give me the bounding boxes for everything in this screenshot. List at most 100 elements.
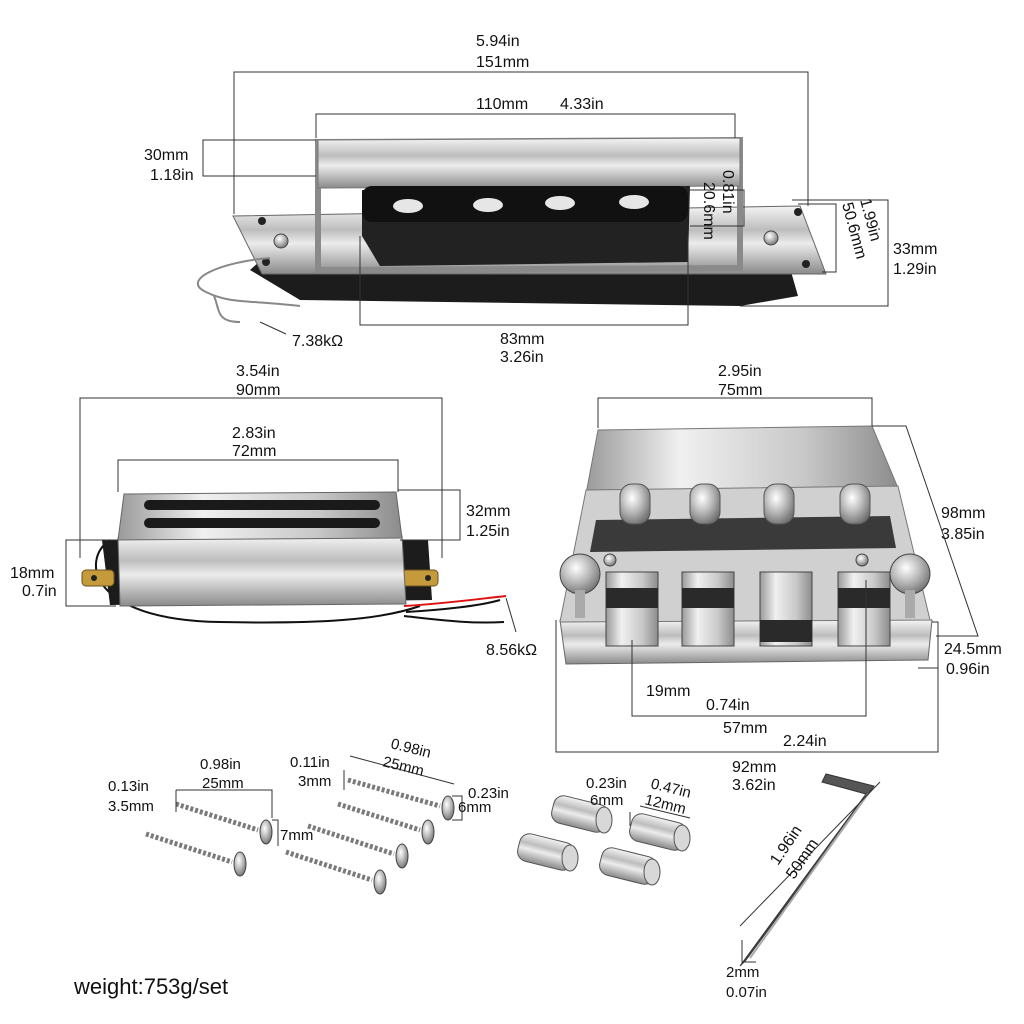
pickup-a-cover-height-mm: 30mm: [144, 147, 188, 164]
bridge-width-top-in: 2.95in: [718, 363, 762, 380]
screw: [307, 823, 409, 869]
bridge-thumbwheel: [559, 553, 601, 595]
ferrules: [517, 795, 691, 886]
bridge-saddle-width-in: 0.74in: [706, 697, 750, 714]
pickup-b-height-in: 0.7in: [22, 583, 57, 600]
bridge-base-width-mm: 92mm: [732, 759, 776, 776]
pole-piece: [545, 196, 575, 210]
height-post: [905, 590, 915, 618]
screws-a-length-mm: 25mm: [202, 775, 244, 792]
string-barrel: [839, 483, 871, 525]
hex-wrench-highlight: [749, 793, 869, 959]
screws-b-shank-in: 0.11in: [290, 754, 330, 771]
plate-screw-hole: [794, 208, 802, 216]
bridge-thumbwheel: [889, 553, 931, 595]
plate-screw-hole: [262, 258, 270, 266]
saddle: [837, 571, 891, 647]
saddle: [681, 571, 735, 647]
ferrule: [629, 813, 691, 852]
pickup-a-cover-height-in: 1.18in: [150, 167, 194, 184]
hex-wrench-size-in: 0.07in: [726, 984, 767, 1001]
saddle-block: [606, 588, 658, 608]
pole-piece: [619, 195, 649, 209]
pole-piece: [473, 198, 503, 212]
pickup-a-dimensions: [202, 71, 889, 335]
string-barrel: [763, 483, 795, 525]
pickup-a-cover-top: [317, 137, 741, 189]
saddle-block: [838, 588, 890, 608]
pickup-a-overall-in: 5.94in: [476, 33, 520, 50]
bridge-width-top-mm: 75mm: [718, 382, 762, 399]
pickup-a: [197, 136, 827, 323]
pickup-a-lead-wire: [197, 257, 301, 323]
bridge-length-in: 3.85in: [941, 526, 985, 543]
screws-a: [145, 801, 273, 877]
bridge-saddle-span-in: 2.24in: [783, 733, 827, 750]
pickup-b-dimensions: [65, 397, 517, 633]
bridge-dimensions: [555, 397, 979, 753]
bridge-screw: [603, 553, 617, 567]
pickup-a-total-height-in: 1.29in: [893, 261, 937, 278]
saddle-block: [682, 588, 734, 608]
ferrule: [599, 847, 661, 886]
pickup-a-resistance: 7.38kΩ: [292, 333, 343, 350]
pickup-a-cover-width-in: 0.81in: [719, 170, 736, 214]
ferrules-diameter-mm: 6mm: [590, 792, 623, 809]
bridge-screw: [855, 553, 869, 567]
set-weight: weight:753g/set: [74, 974, 229, 999]
ferrules-dimensions: [629, 805, 691, 826]
pickup-a-total-height-mm: 33mm: [893, 241, 937, 258]
screw: [337, 801, 435, 845]
screw: [145, 831, 247, 877]
pole-piece: [393, 199, 423, 213]
pickup-b-cover-length-mm: 72mm: [232, 443, 276, 460]
screws-a-thread: 7mm: [280, 827, 313, 844]
pickup-b-height-mm: 18mm: [10, 565, 54, 582]
screw: [285, 849, 387, 895]
tab-hole: [91, 575, 97, 581]
saddle-block: [760, 620, 812, 642]
pickup-b-mount-tab: [81, 569, 115, 587]
pickup-b-mount-tab: [401, 569, 439, 587]
bridge-base-width-in: 3.62in: [732, 777, 776, 794]
hex-wrench-body: [739, 773, 875, 967]
screws-b: [285, 777, 455, 895]
pickup-a-cover-width-mm: 20.6mm: [700, 182, 717, 240]
pickup-a-bobbin-length-in: 3.26in: [500, 349, 544, 366]
pickup-b-slot: [144, 500, 380, 510]
saddles: [605, 571, 891, 647]
ferrules-diameter-in: 0.23in: [586, 775, 627, 792]
bridge-height-in: 0.96in: [946, 661, 990, 678]
pickup-b-resistance: 8.56kΩ: [486, 642, 537, 659]
bridge-length-mm: 98mm: [941, 505, 985, 522]
pickup-b-wires: [95, 539, 505, 624]
hex-wrench-size-mm: 2mm: [726, 964, 759, 981]
string-barrel: [689, 483, 721, 525]
pickup-b-slot: [144, 518, 380, 528]
screws-a-head-mm: 3.5mm: [108, 798, 154, 815]
height-post: [575, 590, 585, 618]
screws-a-head-in: 0.13in: [108, 778, 149, 795]
pickup-b-cover-side: [117, 535, 407, 607]
screws-b-head-mm: 6mm: [458, 799, 491, 816]
ferrule: [551, 795, 613, 834]
pickup-b-cover-top: [117, 491, 403, 541]
pickup-a-cover-length-in: 4.33in: [560, 96, 604, 113]
screws-b-shank-mm: 3mm: [298, 773, 331, 790]
screws-b-head-in: 0.23in: [468, 785, 509, 802]
pickup-b-overall-mm: 90mm: [236, 382, 280, 399]
bridge-saddle-span-mm: 57mm: [723, 720, 767, 737]
bridge-inner-shadow: [590, 516, 896, 552]
screw: [175, 801, 273, 845]
pickup-a-cover-length-mm: 110mm: [476, 96, 528, 113]
pickup-b-cover-width-in: 1.25in: [466, 523, 510, 540]
plate-screw-hole: [258, 217, 266, 225]
pickup-b-cover-width-mm: 32mm: [466, 503, 510, 520]
screws-a-dimensions: [175, 789, 279, 846]
bridge-saddle-width-mm: 19mm: [646, 683, 690, 700]
saddle: [605, 571, 659, 647]
pickup-b-red-wire: [403, 595, 507, 607]
hex-wrench-dimensions: [739, 781, 881, 963]
pickup-b-overall-in: 3.54in: [236, 363, 280, 380]
